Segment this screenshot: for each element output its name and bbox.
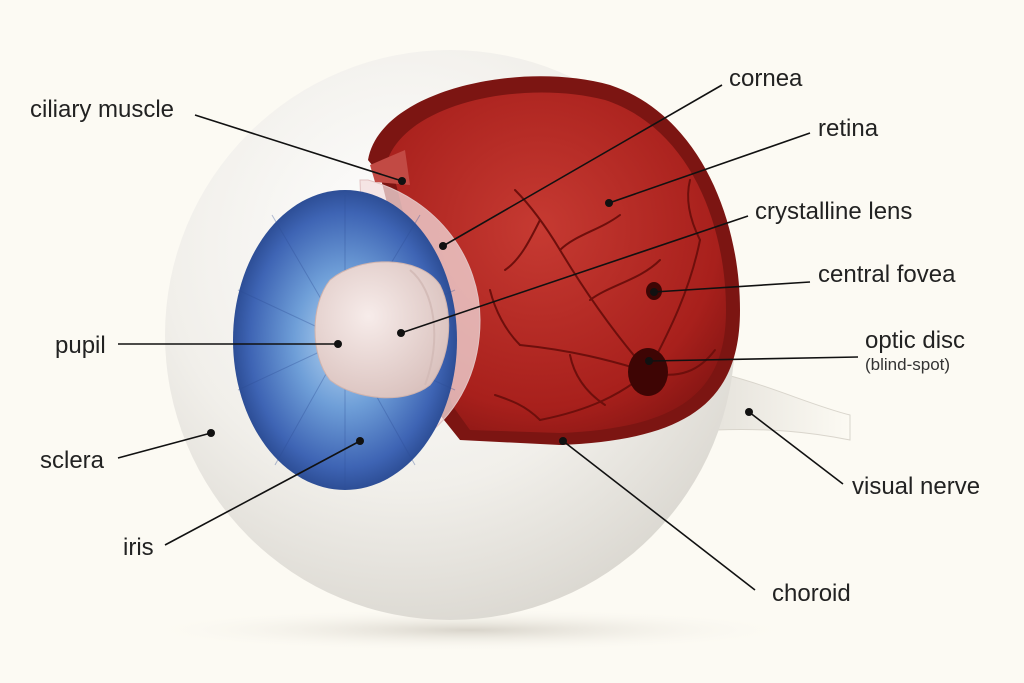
label-visual-nerve: visual nerve <box>852 473 981 500</box>
leader-visual-nerve <box>748 411 844 485</box>
label-retina: retina <box>818 115 879 142</box>
crystalline-lens-shape <box>314 261 450 399</box>
ciliary-muscle-shape <box>370 150 410 185</box>
lens-ridge <box>409 269 436 386</box>
label-choroid: choroid <box>772 580 851 607</box>
label-pupil: pupil <box>55 332 106 359</box>
ground-shadow <box>140 608 800 652</box>
leader-crystalline-lens <box>400 215 749 334</box>
label-central-fovea: central fovea <box>818 261 956 288</box>
leader-sclera <box>117 432 212 459</box>
optic-disc-shape <box>628 348 668 396</box>
leader-ciliary-muscle <box>194 114 403 182</box>
leader-retina <box>608 132 811 204</box>
label-optic-disc: optic disc (blind-spot) <box>865 328 965 376</box>
leader-cornea <box>442 84 723 247</box>
leader-iris <box>164 440 361 546</box>
leader-optic-disc <box>648 356 859 362</box>
label-cornea: cornea <box>729 65 803 92</box>
visual-nerve-shape <box>714 371 851 441</box>
leader-lines <box>117 84 859 591</box>
leader-choroid <box>562 440 756 591</box>
label-ciliary-muscle: ciliary muscle <box>30 96 175 123</box>
leader-central-fovea <box>653 281 811 293</box>
label-sclera: sclera <box>40 447 105 474</box>
label-crystalline-lens: crystalline lens <box>755 198 913 225</box>
label-iris: iris <box>123 534 154 561</box>
leader-dots <box>207 177 753 445</box>
optic-disc-title: optic disc <box>865 327 966 354</box>
optic-disc-note: (blind-spot) <box>865 355 951 374</box>
